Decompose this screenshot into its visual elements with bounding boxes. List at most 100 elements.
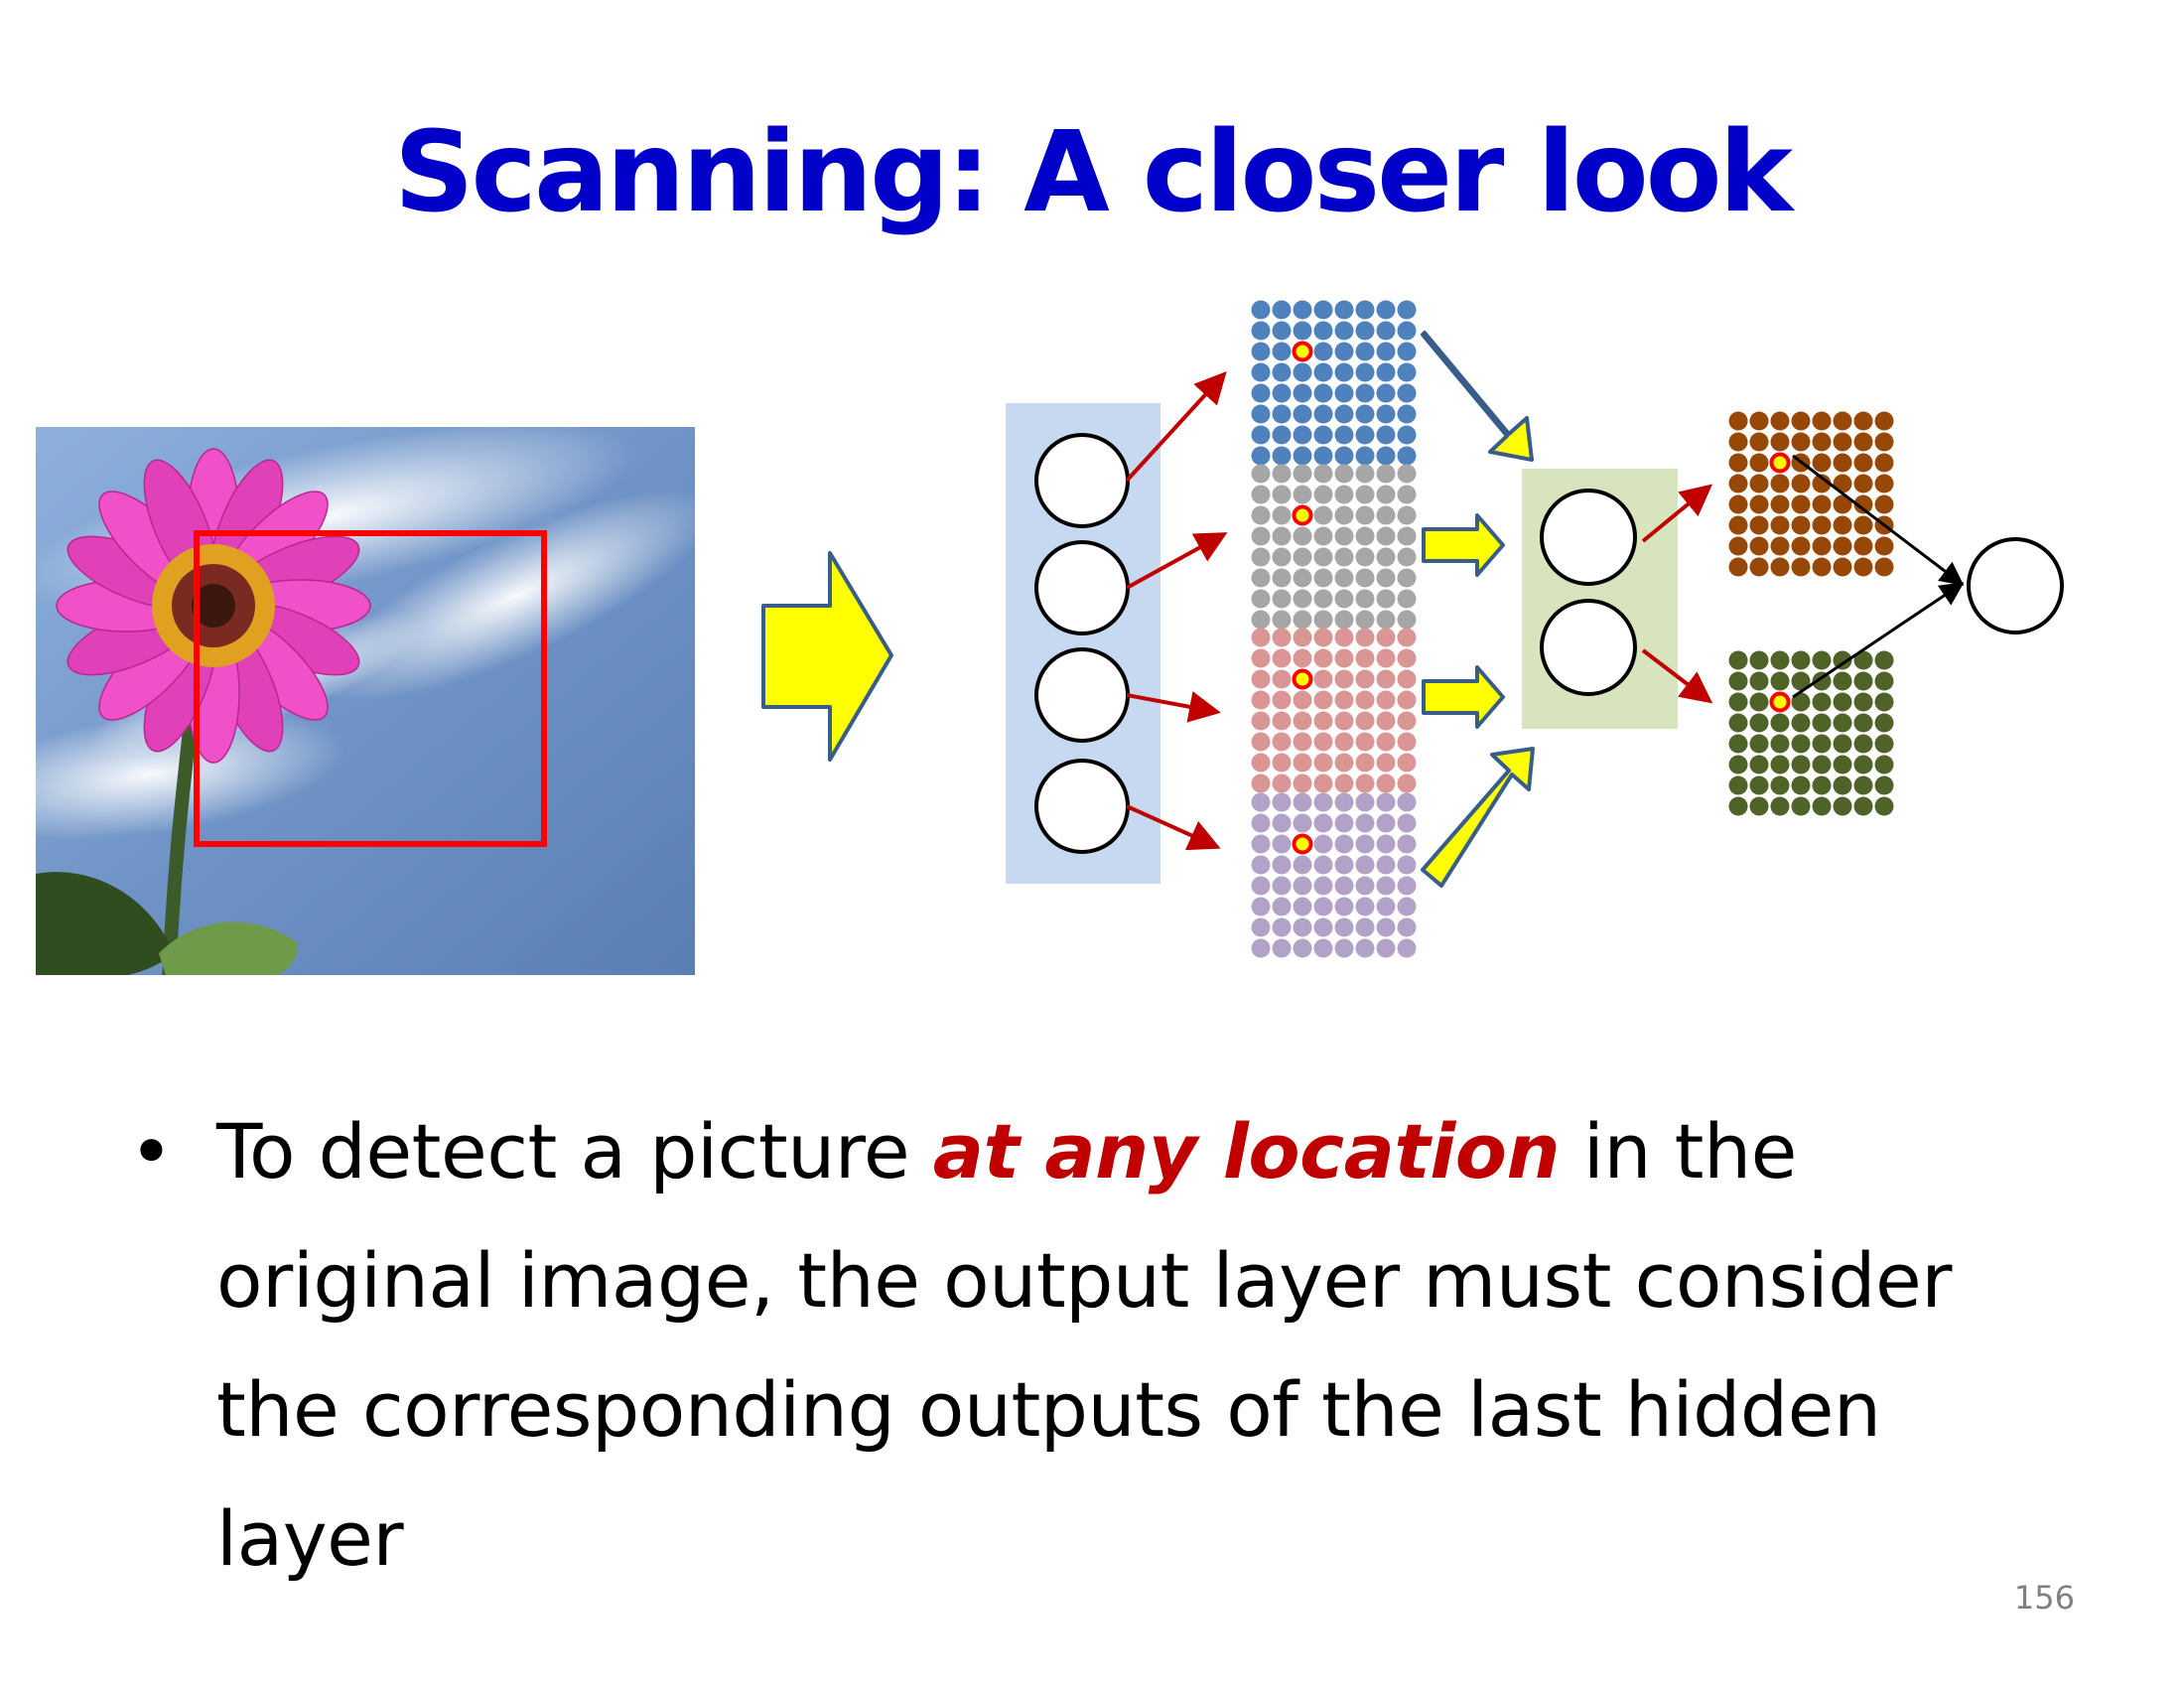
map-unit (1791, 775, 1811, 795)
map-unit (1833, 734, 1852, 754)
map-unit (1355, 300, 1375, 320)
map-unit (1334, 383, 1354, 403)
map-unit (1770, 775, 1790, 795)
map-unit (1334, 732, 1354, 752)
map-unit (1334, 938, 1354, 958)
map-unit (1272, 610, 1292, 630)
map-unit (1376, 813, 1396, 833)
map-unit (1334, 897, 1354, 916)
map-unit (1293, 321, 1312, 341)
map-unit (1770, 494, 1790, 514)
flower-photo (36, 427, 695, 975)
map-unit (1874, 494, 1894, 514)
map-unit (1397, 342, 1417, 361)
map-unit (1355, 813, 1375, 833)
map-unit (1293, 917, 1312, 937)
map-unit (1397, 446, 1417, 466)
map-unit (1874, 755, 1894, 774)
map-unit (1853, 453, 1873, 473)
map-unit (1355, 404, 1375, 424)
map-unit (1728, 474, 1748, 493)
map-unit (1376, 917, 1396, 937)
map-unit (1293, 938, 1312, 958)
map-unit (1313, 648, 1333, 668)
map-unit (1313, 485, 1333, 504)
page-number: 156 (2013, 1579, 2075, 1617)
map-unit (1874, 692, 1894, 712)
map-unit (1770, 650, 1790, 670)
map-unit (1397, 917, 1417, 937)
map-unit (1376, 362, 1396, 382)
map-unit (1376, 446, 1396, 466)
map-unit (1293, 628, 1312, 647)
map-unit (1833, 671, 1852, 691)
map-unit (1791, 411, 1811, 431)
map-unit (1251, 917, 1271, 937)
map-unit (1833, 494, 1852, 514)
hidden-layer-neurons (1540, 489, 1637, 696)
map-unit (1833, 650, 1852, 670)
map-unit (1313, 464, 1333, 484)
hidden-neuron (1540, 599, 1637, 696)
map-unit (1251, 362, 1271, 382)
map-unit (1397, 774, 1417, 793)
map-unit (1770, 671, 1790, 691)
connection-arrow (1126, 804, 1221, 851)
map-unit (1874, 557, 1894, 577)
map-unit (1376, 711, 1396, 731)
map-unit (1376, 855, 1396, 875)
map-unit (1251, 774, 1271, 793)
map-unit (1334, 834, 1354, 854)
map-unit (1376, 876, 1396, 896)
feature-map (1728, 650, 1894, 816)
map-unit (1376, 610, 1396, 630)
map-unit (1355, 362, 1375, 382)
map-unit (1272, 628, 1292, 647)
map-unit (1251, 300, 1271, 320)
map-unit (1251, 834, 1271, 854)
map-unit (1355, 464, 1375, 484)
map-unit (1272, 404, 1292, 424)
map-unit (1334, 568, 1354, 588)
map-unit (1833, 453, 1852, 473)
map-unit (1272, 897, 1292, 916)
map-unit (1313, 610, 1333, 630)
map-unit (1293, 526, 1312, 546)
feature-map (1251, 300, 1417, 466)
map-unit (1313, 669, 1333, 689)
map-unit (1728, 494, 1748, 514)
map-unit (1272, 383, 1292, 403)
map-unit (1334, 547, 1354, 567)
bullet-highlight: at any location (932, 1107, 1561, 1196)
map-unit (1313, 897, 1333, 916)
map-unit (1272, 505, 1292, 525)
map-unit (1728, 650, 1748, 670)
map-unit (1376, 505, 1396, 525)
highlighted-unit (1292, 504, 1313, 526)
map-unit (1334, 589, 1354, 609)
map-unit (1334, 711, 1354, 731)
map-unit (1334, 505, 1354, 525)
map-unit (1334, 669, 1354, 689)
input-to-map-connections (1125, 371, 1228, 851)
map-unit (1376, 342, 1396, 361)
map-unit (1874, 474, 1894, 493)
map-unit (1313, 321, 1333, 341)
map-unit (1749, 432, 1769, 452)
map-unit (1397, 669, 1417, 689)
map-unit (1334, 855, 1354, 875)
map-unit (1272, 774, 1292, 793)
map-unit (1355, 610, 1375, 630)
map-unit (1355, 568, 1375, 588)
map-unit (1251, 938, 1271, 958)
map-unit (1749, 474, 1769, 493)
map-unit (1833, 411, 1852, 431)
map-unit (1853, 796, 1873, 816)
map-unit (1397, 711, 1417, 731)
map-unit (1791, 755, 1811, 774)
map-unit (1313, 425, 1333, 445)
map-unit (1770, 713, 1790, 733)
map-unit (1397, 938, 1417, 958)
map-unit (1251, 321, 1271, 341)
